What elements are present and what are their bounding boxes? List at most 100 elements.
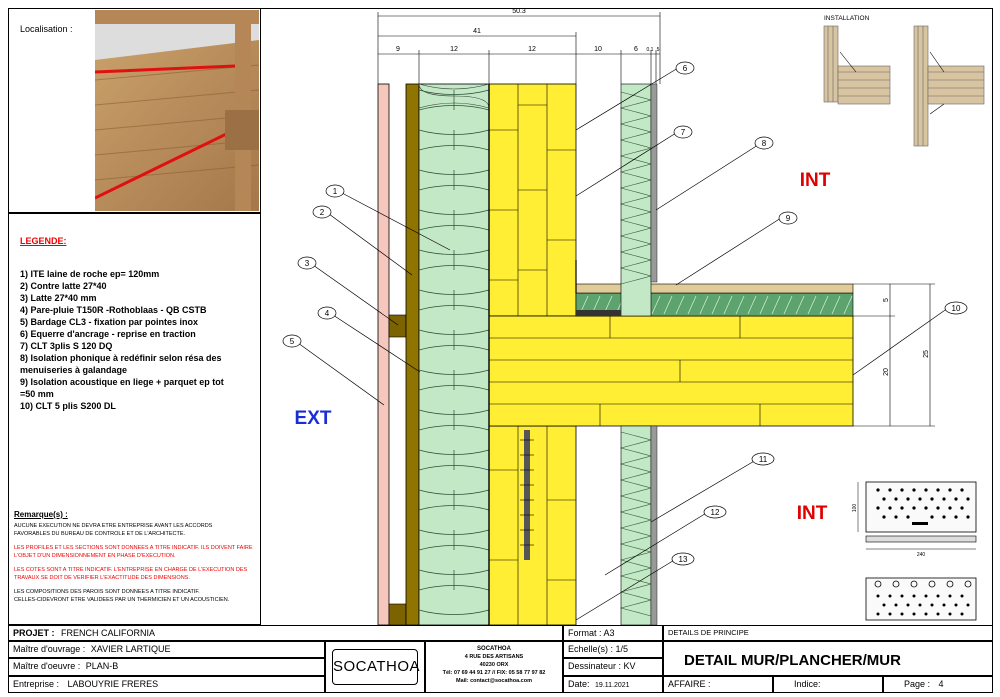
dim-segment: 6 [634, 46, 638, 53]
legend-item: 8) Isolation phonique à redéfinir selon … [20, 353, 222, 363]
callout-11 [751, 452, 775, 466]
floor-dimensions [853, 283, 935, 427]
counter-batten [405, 83, 420, 625]
callout-5-label: 5 [290, 337, 295, 346]
entreprise-value: LABOUYRIE FRERES [67, 679, 159, 689]
int-label-bottom: INT [797, 503, 828, 524]
company-address1: 4 RUE DES ARTISANS [464, 654, 524, 660]
interior-insulation-lower [620, 425, 652, 625]
page-cell: Page : 4 [883, 676, 993, 693]
legend-item: 2) Contre latte 27*40 [20, 281, 107, 291]
callout-4-label: 4 [325, 309, 330, 318]
localisation-label: Localisation : [20, 24, 73, 34]
callout-8 [754, 136, 774, 150]
installation-sketch-1 [823, 25, 891, 105]
dim-segment: 9 [396, 46, 400, 53]
clt-wall-upper [488, 83, 577, 317]
date-label: Date: [568, 679, 590, 689]
dim-total: 50.3 [512, 8, 526, 15]
dim-segment: 12 [528, 46, 536, 53]
anchor-bracket [524, 430, 530, 560]
date-cell: Date: 19.11.2021 [563, 676, 663, 693]
entreprise-cell: Entreprise : LABOUYRIE FRERES [8, 676, 325, 693]
logo-cell: SOCATHOA [325, 641, 425, 693]
dessinateur-cell: Dessinateur : KV [563, 658, 663, 676]
callout-10-label: 10 [952, 304, 961, 313]
callout-1-label: 1 [333, 187, 338, 196]
legend-item: 1) ITE laine de roche ep= 120mm [20, 269, 160, 279]
callout-3 [297, 256, 317, 270]
remark-line: LES COTES SONT A TITRE INDICATIF. L'ENTR… [14, 567, 248, 573]
callout-8-label: 8 [762, 139, 767, 148]
callout-9-label: 9 [786, 214, 791, 223]
remark-line: LES COMPOSITIONS DES PAROIS SONT DONNEES… [14, 589, 200, 595]
callout-12-label: 12 [711, 508, 720, 517]
callout-13-label: 13 [679, 555, 688, 564]
dim-segment: 0.1 [647, 47, 654, 53]
dim-segment: 12 [450, 46, 458, 53]
batten-block [388, 603, 407, 625]
remark-line: AUCUNE EXECUTION NE DEVRA ETRE ENTREPRIS… [14, 523, 213, 529]
logo-text: SOCATHOA [333, 658, 421, 675]
remark-line: LES PROFILES ET LES SECTIONS SONT DONNEE… [14, 545, 253, 551]
callout-12 [703, 505, 727, 519]
legend-item: 6) Equerre d'ancrage - reprise en tracti… [20, 329, 196, 339]
callout-4 [317, 306, 337, 320]
legend-item: menuiseries à galandage [20, 365, 128, 375]
clt-floor-slab [488, 315, 854, 427]
legend-item: 4) Pare-pluie T150R -Rothoblaas - QB CST… [20, 305, 207, 315]
ext-label: EXT [295, 408, 332, 429]
legend-item: 7) CLT 3plis S 120 DQ [20, 341, 113, 351]
remark-line: TRAVAUX SE DOIT DE VERIFIER L'EXACTITUDE… [14, 575, 190, 581]
remarks-title: Remarque(s) : [14, 510, 68, 519]
legend-panel [8, 213, 261, 625]
dim-floor-total: 25 [923, 350, 930, 358]
localisation-photo [95, 10, 259, 211]
localisation-panel [8, 8, 261, 213]
bracket-width: 240 [917, 552, 926, 558]
company-address2: 40230 ORX [479, 662, 509, 668]
callout-3-label: 3 [305, 259, 310, 268]
company-logo: SOCATHOA [332, 649, 421, 685]
leader-lines [297, 67, 949, 621]
callout-10 [944, 301, 968, 315]
company-name: SOCATHOA [477, 646, 511, 652]
indice-cell: Indice: [773, 676, 883, 693]
bracket-plate-bottom [865, 577, 977, 621]
parquet [575, 283, 854, 294]
dim-partial: 41 [473, 28, 481, 35]
projet-value: FRENCH CALIFORNIA [61, 628, 156, 638]
legend-item: 5) Bardage CL3 - fixation par pointes in… [20, 317, 199, 327]
callout-2 [312, 205, 332, 219]
legend-item: 3) Latte 27*40 mm [20, 293, 97, 303]
page-label: Page : [904, 679, 931, 689]
mo-label: Maître d'ouvrage : [13, 644, 86, 654]
drawing-title: DETAIL MUR/PLANCHER/MUR [684, 652, 901, 669]
legend-item: 10) CLT 5 plis S200 DL [20, 401, 116, 411]
callout-2-label: 2 [320, 208, 325, 217]
moe-label: Maître d'oeuvre : [13, 661, 81, 671]
moe-value: PLAN-B [85, 661, 119, 671]
dim-segment: 10 [594, 46, 602, 53]
callout-13 [671, 552, 695, 566]
clt-wall-lower [488, 425, 577, 625]
remark-line: CELLES-CIDEVRONT ETRE VALIDEES PAR UN TH… [14, 597, 230, 603]
maitre-ouvrage-cell: Maître d'ouvrage : XAVIER LARTIQUE [8, 641, 325, 658]
interior-finish-lower [650, 425, 658, 625]
bracket-height: 100 [852, 504, 858, 513]
cladding-board [377, 83, 390, 625]
dim-floor-top: 5 [883, 298, 890, 302]
insulation-waves [418, 89, 490, 615]
remark-line: L'OBJET D'UN DIMENSIONNEMENT EN PHASE D'… [14, 553, 176, 559]
installation-label: INSTALLATION [824, 15, 870, 22]
legend-item: =50 mm [20, 389, 54, 399]
dim-segment: 5 [657, 47, 660, 53]
installation-sketch-2 [913, 25, 985, 147]
legend-list: 1) ITE laine de roche ep= 120mm 2) Contr… [20, 268, 224, 412]
details-cell: DETAILS DE PRINCIPE [663, 625, 993, 641]
batten-block [388, 314, 407, 338]
callout-11-label: 11 [759, 455, 768, 464]
legend-item: 9) Isolation acoustique en liege + parqu… [20, 377, 224, 387]
bracket-plate-top [857, 481, 977, 550]
